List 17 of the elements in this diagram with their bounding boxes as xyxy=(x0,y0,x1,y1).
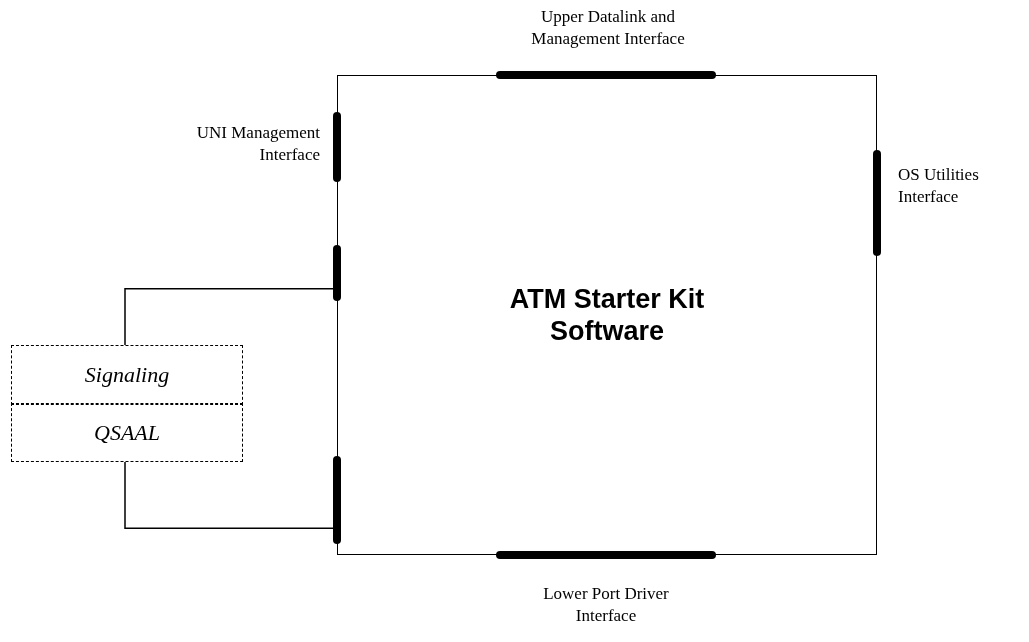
interface-bar xyxy=(333,456,341,544)
connector-line xyxy=(124,461,334,529)
module-box xyxy=(11,403,243,462)
node-label: QSAAL xyxy=(94,419,160,446)
interface-label: Upper Datalink and Management Interface xyxy=(530,6,686,51)
interface-bar xyxy=(496,551,716,559)
node-label: ATM Starter Kit Software xyxy=(508,282,706,348)
interface-bar xyxy=(333,112,341,182)
interface-label: UNI Management Interface xyxy=(195,122,320,167)
interface-bar xyxy=(496,71,716,79)
node-label: Signaling xyxy=(84,362,170,388)
interface-label: Lower Port Driver Interface xyxy=(542,583,670,628)
connector-line xyxy=(124,287,334,346)
interface-bar xyxy=(333,245,341,301)
interface-bar xyxy=(873,150,881,256)
module-box xyxy=(11,345,243,405)
interface-label: OS Utilities Interface xyxy=(898,164,980,209)
